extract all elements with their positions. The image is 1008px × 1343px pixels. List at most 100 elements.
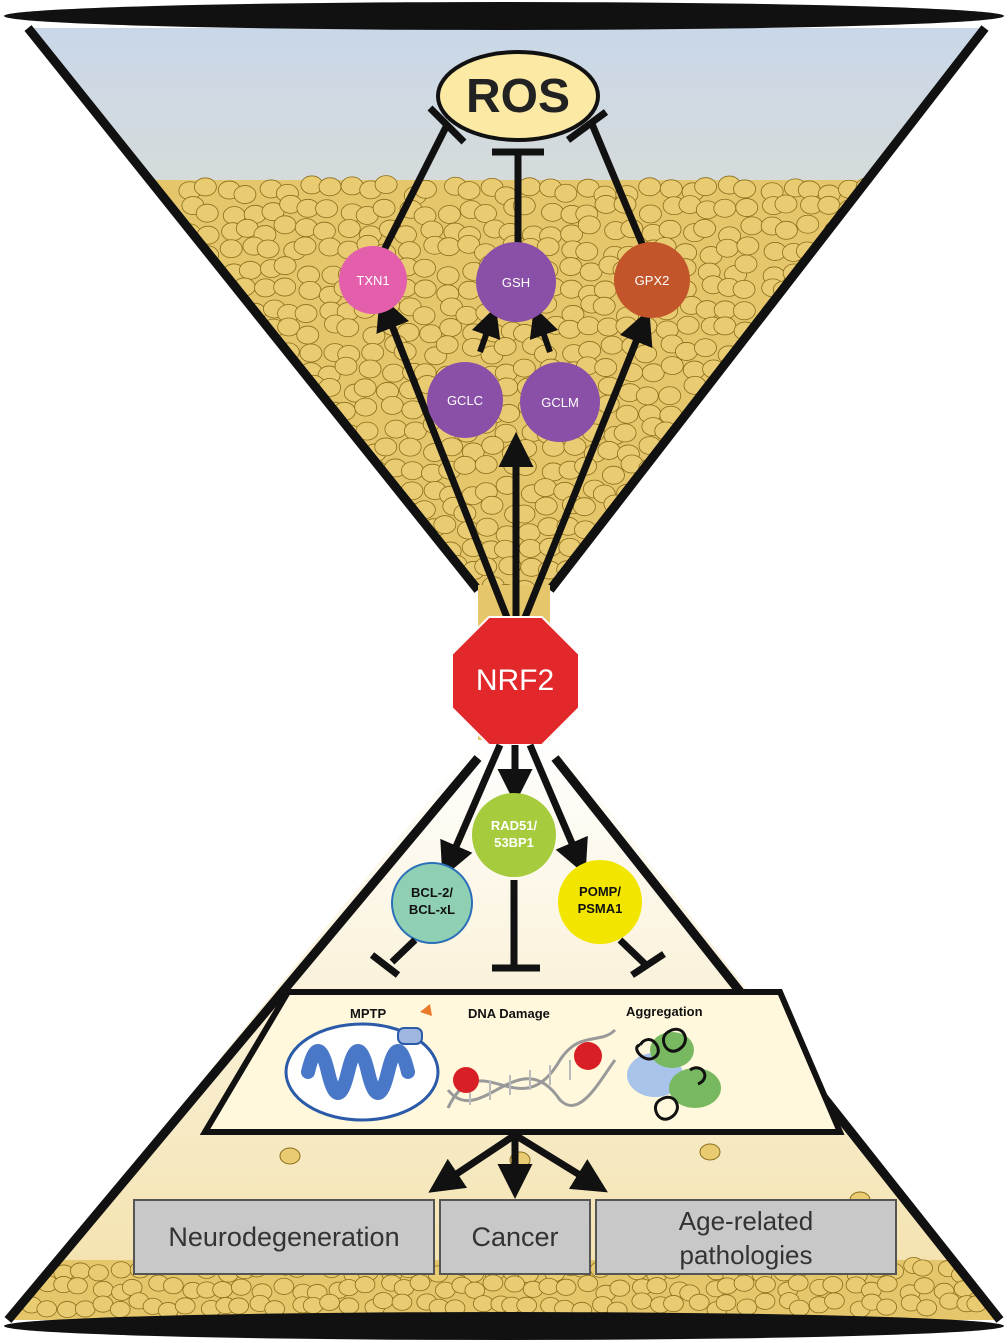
- cell-grain: [863, 566, 887, 586]
- cell-grain: [374, 437, 398, 457]
- cell-grain: [358, 359, 382, 379]
- cell-grain: [699, 1143, 721, 1161]
- cell-grain: [357, 537, 380, 557]
- cell-grain: [221, 495, 244, 515]
- cell-grain: [301, 464, 324, 484]
- cell-grain: [178, 379, 202, 399]
- txn1-inhibition-bar: [427, 105, 467, 145]
- nrf2-to-txn1-arrow: [376, 294, 512, 622]
- cell-grain: [658, 386, 682, 406]
- cell-grain: [261, 474, 284, 494]
- cell-grain: [239, 585, 263, 590]
- cell-grain: [536, 237, 560, 257]
- inhibition-arrows-to-ros: [374, 105, 652, 264]
- cell-grain: [856, 506, 880, 525]
- cell-grain: [694, 444, 718, 464]
- cell-grain: [742, 358, 766, 377]
- nrf2-node: NRF2: [451, 616, 580, 746]
- gclm-node: GCLM: [520, 362, 600, 442]
- cell-grain: [835, 479, 859, 499]
- cell-grain: [88, 1264, 109, 1282]
- cell-grain: [821, 402, 845, 422]
- txn1-label: TXN1: [356, 273, 389, 288]
- cell-grain: [793, 420, 817, 439]
- cell-grain: [639, 476, 663, 496]
- cell-grain: [199, 555, 223, 574]
- cell-grain: [916, 1299, 937, 1317]
- cell-grain: [644, 536, 668, 556]
- cell-grain: [162, 1277, 184, 1295]
- cell-grain: [303, 585, 327, 590]
- cell-grain: [433, 515, 457, 535]
- cell-grain: [796, 214, 820, 234]
- cell-grain: [660, 356, 684, 376]
- cell-grain: [740, 383, 764, 403]
- cell-grain: [839, 334, 863, 354]
- cell-grain: [652, 563, 676, 583]
- bcl2-node: BCL-2/ BCL-xL: [391, 862, 473, 944]
- cell-grain: [264, 542, 288, 562]
- cell-grain: [723, 585, 747, 590]
- cell-grain: [758, 519, 782, 539]
- cell-grain: [558, 319, 582, 339]
- cell-grain: [409, 1274, 431, 1292]
- cell-grain: [716, 498, 740, 518]
- cell-grain: [835, 580, 859, 590]
- cell-grain: [782, 558, 805, 578]
- cell-grain: [516, 1296, 537, 1314]
- cell-grain: [438, 205, 461, 224]
- cell-grain: [859, 524, 883, 544]
- cell-grain: [681, 499, 704, 519]
- cell-grain: [360, 580, 384, 590]
- cell-grain: [254, 562, 277, 581]
- cell-grain: [798, 561, 822, 581]
- arrow-to-age-related: [513, 1132, 608, 1193]
- cell-grain: [179, 323, 203, 343]
- cell-grain: [398, 241, 421, 261]
- cell-grain: [203, 297, 227, 317]
- cell-grain: [174, 1297, 196, 1315]
- cell-grain: [457, 234, 481, 254]
- cell-grain: [296, 325, 320, 345]
- cell-grain: [753, 502, 777, 522]
- cell-grain: [504, 1275, 525, 1293]
- cell-grain: [659, 578, 683, 590]
- cell-grain: [792, 401, 816, 421]
- pomp-label-line1: POMP/: [579, 884, 621, 899]
- cell-grain: [817, 337, 841, 357]
- cell-grain: [554, 183, 578, 203]
- cell-grain: [294, 304, 318, 323]
- cell-grain: [238, 260, 262, 280]
- cell-grain: [538, 1277, 560, 1295]
- cell-grain: [654, 505, 678, 525]
- cell-grain: [622, 558, 645, 578]
- cell-grain: [834, 406, 858, 425]
- cell-grain: [453, 455, 477, 475]
- cell-grain: [638, 497, 662, 517]
- cell-grain: [854, 222, 878, 242]
- cell-grain: [401, 461, 424, 481]
- cell-grain: [193, 336, 217, 355]
- neurodegeneration-label: Neurodegeneration: [168, 1222, 399, 1252]
- cell-grain: [752, 476, 776, 496]
- cell-grain: [799, 575, 823, 590]
- cell-grain: [199, 276, 223, 296]
- cell-grain: [858, 303, 882, 323]
- cell-grain: [858, 462, 881, 482]
- cell-grain: [174, 561, 198, 581]
- cell-grain: [213, 519, 237, 539]
- cell-grain: [822, 1276, 844, 1294]
- cell-grain: [876, 1298, 897, 1316]
- cell-grain: [274, 583, 297, 590]
- cell-grain: [856, 238, 880, 258]
- cell-grain: [862, 417, 886, 437]
- cell-grain: [413, 258, 437, 278]
- cell-grain: [839, 255, 863, 275]
- cell-grain: [241, 476, 265, 496]
- cell-grain: [796, 537, 820, 557]
- cell-grain: [755, 436, 779, 456]
- gpx2-inhibition-bar: [565, 109, 609, 143]
- cell-grain: [262, 355, 286, 375]
- pomp-inhibition-bar: [630, 951, 666, 978]
- cell-grain: [857, 356, 881, 376]
